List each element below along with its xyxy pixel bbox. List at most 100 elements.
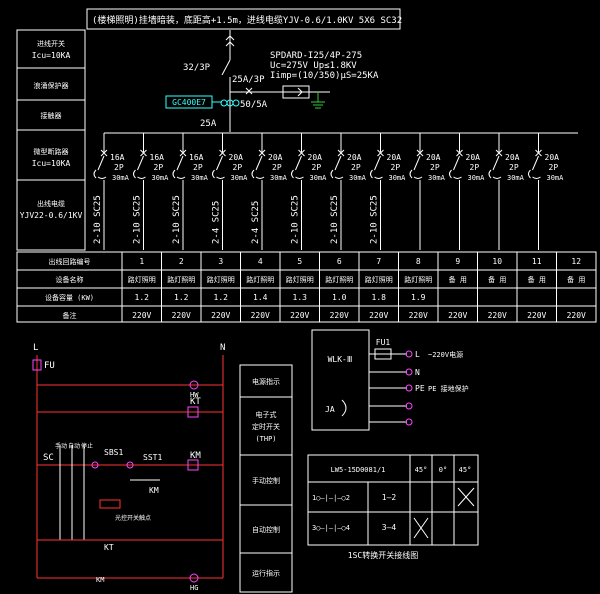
terminal-3 [405, 402, 413, 410]
cell-2-2: 1.2 [214, 293, 229, 302]
breaker-blade-9 [413, 155, 421, 171]
func-label-0: 电源指示 [252, 377, 280, 386]
breaker-rating-10: 20A [466, 153, 481, 162]
cell-0-7: 8 [416, 257, 421, 266]
switch-pair-0: 1—2 [382, 493, 397, 502]
cell-2-1: 1.2 [174, 293, 189, 302]
cell-3-4: 220V [290, 311, 309, 320]
cell-3-6: 220V [369, 311, 388, 320]
breaker-rcd-9: 30mA [428, 174, 446, 182]
cell-0-4: 5 [297, 257, 302, 266]
ctrl-L: L [33, 343, 38, 353]
rcd-symbol-7 [330, 169, 344, 179]
breaker-blade-2 [137, 155, 144, 171]
cell-1-7: 路灯照明 [404, 275, 432, 284]
breaker-rcd-7: 30mA [349, 174, 367, 182]
rcd-symbol-12 [528, 169, 541, 179]
func-label-2: 手动控制 [252, 476, 280, 485]
func-label-1: 定时开关 [252, 422, 280, 431]
kt-contact-label: KT [104, 543, 114, 552]
func-column [239, 364, 293, 593]
terminal-label-1: N [415, 368, 420, 377]
breaker-blade [221, 59, 231, 76]
breaker-x-11 [495, 149, 503, 157]
cell-2-4: 1.3 [293, 293, 308, 302]
cable-spec-7: 2-10 SC25 [330, 195, 340, 244]
cell-3-11: 220V [567, 311, 586, 320]
breaker-x-8 [377, 149, 384, 157]
func-label-4: 运行指示 [252, 569, 280, 578]
switch-angle-1: 0° [439, 466, 447, 474]
terminal-4 [405, 418, 413, 426]
cell-0-11: 12 [571, 257, 581, 266]
cable-spec-6: 2-10 SC25 [291, 195, 301, 244]
breaker-poles-3: 2P [193, 163, 203, 172]
cell-3-7: 220V [409, 311, 428, 320]
cell-1-1: 路灯照明 [167, 275, 195, 284]
surge-breaker-x [245, 87, 253, 95]
SST1-contact [126, 461, 134, 469]
header-title: (楼梯照明)挂墙暗装，底距高+1.5m，进线电缆YJV-0.6/1.0KV 5X… [92, 14, 402, 26]
cell-1-11: 备 用 [567, 275, 585, 284]
table-frame [16, 251, 597, 323]
contactor-coil-1 [220, 99, 228, 107]
breaker-blade-3 [176, 155, 184, 171]
spd-uc: Uc=275V Up≤1.8KV [270, 61, 357, 71]
coil-KM-label: KM [190, 451, 201, 461]
fu1-box [374, 348, 392, 360]
cell-0-8: 9 [455, 257, 460, 266]
spd-iimp: Iimp=(10/350)μS=25KA [270, 71, 379, 81]
label-cable-type: YJV22-0.6/1KV [20, 211, 83, 220]
breaker-blade-4 [216, 155, 223, 171]
breaker-x-5 [258, 149, 266, 157]
switch-SC: SC [43, 453, 54, 463]
cell-2-5: 1.0 [332, 293, 347, 302]
spd-model: SPDARD-I25/4P-275 [270, 51, 362, 61]
lamp-HG-label: HG [190, 584, 198, 592]
label-breaker: 微型断路器 [34, 147, 69, 156]
main-breaker-rating: 32/3P [183, 63, 211, 73]
row-header-3: 备注 [63, 311, 77, 320]
cable-spec-4: 2-4 SC25 [212, 201, 222, 244]
switch-title: LW5-15D0081/1 [331, 466, 386, 474]
cell-3-0: 220V [132, 311, 151, 320]
coil-KM [187, 459, 199, 471]
breaker-blade-10 [453, 155, 460, 171]
breaker-poles-1: 2P [114, 163, 124, 172]
breaker-poles-11: 2P [509, 163, 519, 172]
cell-0-6: 7 [376, 257, 381, 266]
breaker-blade-11 [492, 155, 500, 171]
lamp-HW-label: HW [190, 391, 199, 399]
label-incoming-switch: 进线开关 [37, 39, 65, 48]
rcd-symbol-3 [172, 169, 186, 179]
breaker-rating-12: 20A [545, 153, 560, 162]
rcd-symbol-9 [409, 169, 423, 179]
ctrl-box [311, 329, 370, 431]
func-label-1: 电子式 [256, 410, 277, 419]
cell-0-2: 3 [218, 257, 223, 266]
switch-pair-1: 3—4 [382, 523, 397, 532]
lamp-HW [189, 380, 199, 390]
cell-0-5: 6 [337, 257, 342, 266]
cable-spec-1: 2-10 SC25 [93, 195, 103, 244]
rcd-symbol-2 [133, 169, 146, 179]
terminal-label-0: L [415, 350, 420, 359]
cable-spec-5: 2-4 SC25 [251, 201, 261, 244]
cell-1-0: 路灯照明 [128, 275, 156, 284]
switch-angle-0: 45° [415, 466, 428, 474]
label-surge-protector: 浪涌保护器 [34, 81, 69, 90]
timer-label: GC400E7 [172, 98, 206, 107]
breaker-rating-1: 16A [110, 153, 125, 162]
terminal-note-0: ~220V电源 [428, 350, 463, 359]
cell-2-0: 1.2 [135, 293, 150, 302]
breaker-rating-7: 20A [347, 153, 362, 162]
breaker-rating-2: 16A [150, 153, 165, 162]
coil-KT-label: KT [190, 397, 201, 407]
breaker-x-4 [219, 149, 226, 157]
SBS1-contact [91, 461, 99, 469]
breaker-rating-3: 16A [189, 153, 204, 162]
contactor-current: 25A [200, 119, 217, 129]
breaker-symbol [225, 35, 235, 47]
switch-x-1 [457, 487, 475, 507]
rcd-symbol-10 [449, 169, 462, 179]
